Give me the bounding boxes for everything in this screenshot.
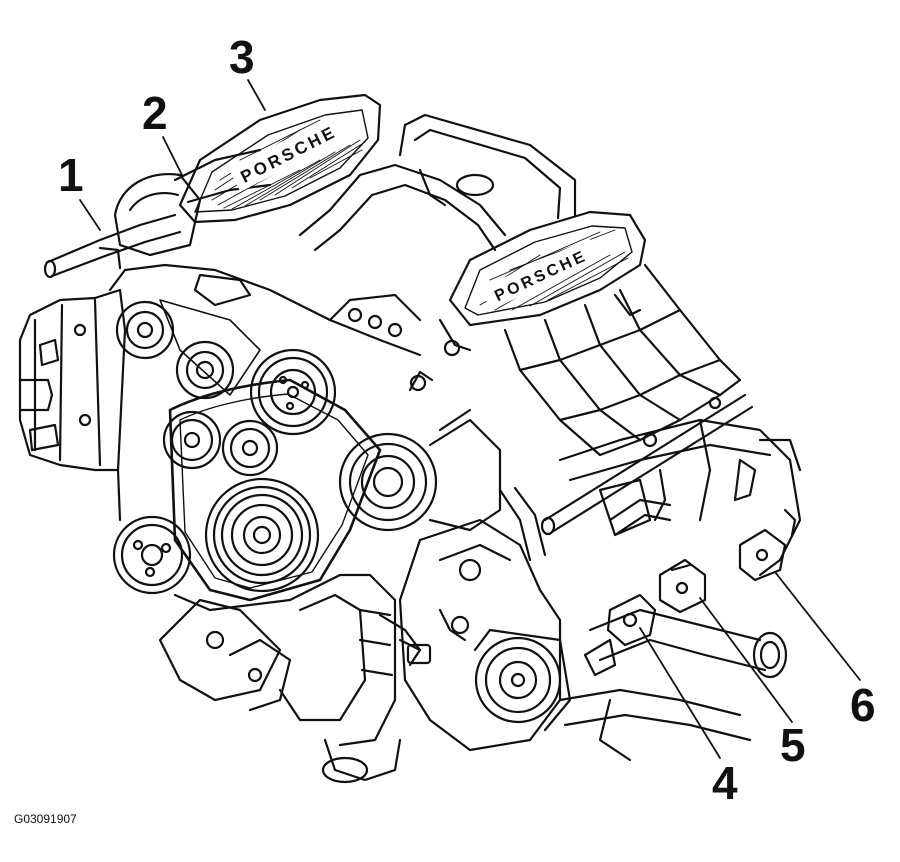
- idler-pulley-small: [221, 419, 279, 477]
- sensor-6: [738, 508, 797, 582]
- crankshaft-pulley: [204, 477, 320, 593]
- sensor-5: [658, 558, 707, 614]
- leader-lines: [79, 79, 861, 759]
- right-cylinder-bank: [558, 418, 802, 577]
- callout-3: 3: [229, 31, 255, 83]
- coolant-pipe: [43, 213, 182, 279]
- sensor-4: [583, 593, 657, 677]
- center-hoses: [438, 318, 672, 562]
- left-manifold-cover: PORSCHE: [178, 93, 382, 224]
- intake-pipe-loop: [298, 113, 577, 252]
- idler-pulley-left: [115, 300, 175, 360]
- leader-line-6: [774, 571, 861, 681]
- rear-engine-block: [398, 518, 562, 752]
- leader-line-3: [247, 79, 266, 111]
- leader-line-2: [162, 136, 183, 176]
- engine-block-front: [108, 263, 434, 612]
- throttle-body: [113, 148, 272, 257]
- lower-engine: [158, 573, 432, 784]
- callout-1: 1: [58, 149, 84, 201]
- right-manifold-cover: PORSCHE: [448, 210, 647, 327]
- alternator-pulley: [338, 408, 502, 532]
- leader-line-5: [699, 597, 793, 723]
- leader-line-4: [639, 627, 721, 759]
- exhaust-pipes: [558, 608, 788, 762]
- callout-5: 5: [780, 719, 806, 771]
- water-pump-pulley: [112, 515, 192, 595]
- intake-runners: [503, 263, 742, 457]
- tensioner-pulley: [159, 299, 261, 400]
- callout-2: 2: [142, 87, 168, 139]
- callout-6: 6: [850, 679, 876, 731]
- figure-id: G03091907: [14, 812, 77, 826]
- leader-line-1: [79, 199, 101, 231]
- power-steering-pulley: [249, 348, 337, 436]
- callout-4: 4: [712, 757, 738, 809]
- idler-pulley-mid: [162, 410, 222, 470]
- cam-end-cover: [473, 628, 572, 732]
- fuel-rail: [540, 393, 754, 536]
- left-engine-housing: [18, 288, 127, 472]
